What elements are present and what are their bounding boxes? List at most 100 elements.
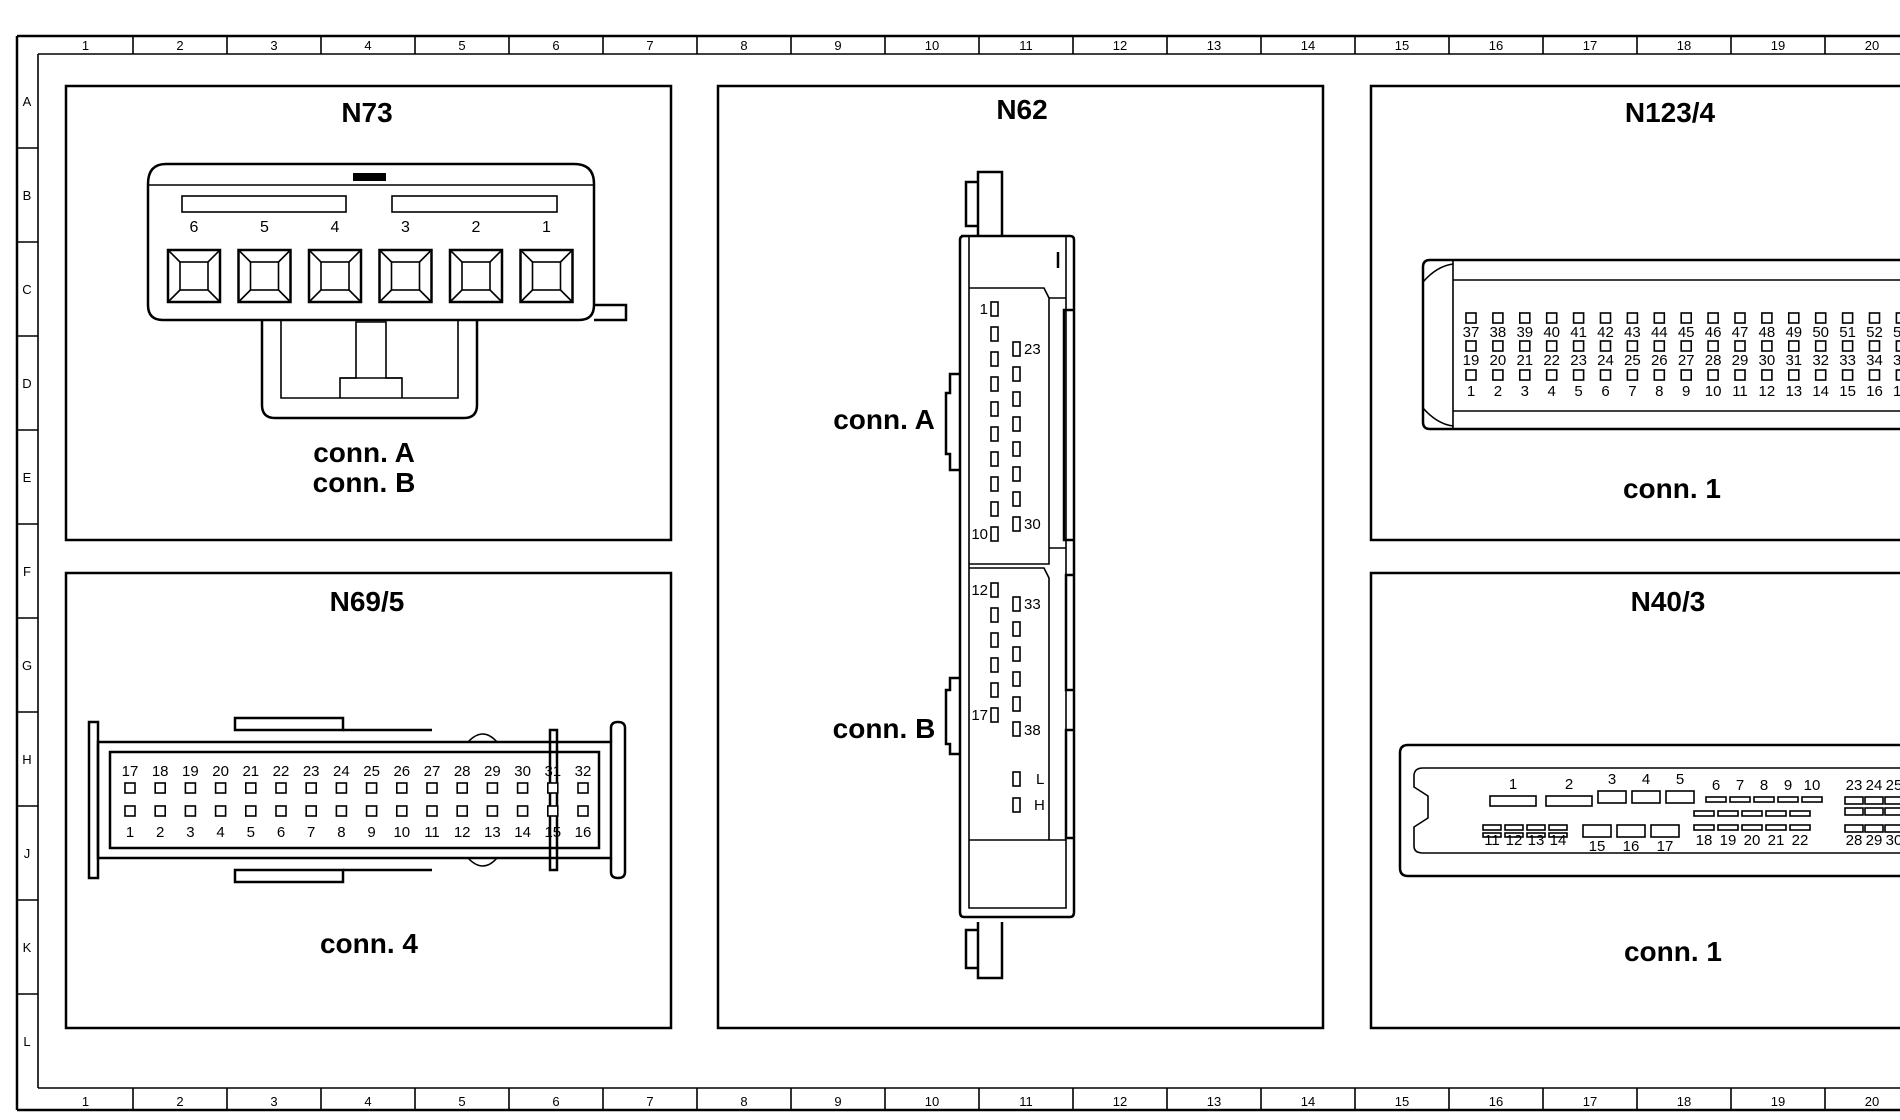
n123-4-pin-label: 43 — [1624, 324, 1641, 341]
n40-3-pin-cavity — [1884, 807, 1900, 816]
n123-4-pin-cavity — [1599, 340, 1612, 352]
n69-5-pin-label: 4 — [216, 824, 224, 841]
n73-pin-cavity-inner — [249, 261, 280, 291]
n69-5-pin-label: 13 — [484, 824, 501, 841]
n123-4-pin-cavity — [1734, 340, 1746, 352]
n69-5-pin-cavity — [335, 805, 348, 817]
n123-4-pin-label: 15 — [1839, 383, 1856, 400]
n40-3-pin-label: 3 — [1608, 771, 1616, 788]
grid-row-C: C — [22, 282, 31, 297]
grid-col-top-19: 19 — [1771, 38, 1785, 53]
n69-5-pin-cavity — [365, 782, 378, 794]
n40-3-pin-label: 21 — [1768, 832, 1785, 849]
n123-4-pin-label: 12 — [1759, 383, 1776, 400]
n69-5-pin-cavity — [214, 805, 227, 817]
n40-3-pin-cavity — [1489, 795, 1537, 807]
n40-3-pin-label: 13 — [1528, 832, 1545, 849]
n69-5-pin-cavity — [577, 805, 589, 817]
n123-4-pin-label: 33 — [1839, 352, 1856, 369]
n69-5-pin-cavity — [245, 782, 257, 794]
n69-5-pin-cavity — [154, 782, 166, 794]
grid-col-bottom-19: 19 — [1771, 1094, 1785, 1109]
n123-4-pin-label: 52 — [1866, 324, 1883, 341]
n73-pin-cavity-inner — [461, 261, 491, 291]
n73-pin-bevel — [559, 249, 574, 263]
grid-col-bottom-18: 18 — [1677, 1094, 1691, 1109]
grid-col-top-6: 6 — [552, 38, 559, 53]
n40-3-pin-cavity — [1717, 824, 1739, 831]
n123-4-pin-label: 53 — [1893, 324, 1900, 341]
n40-3-pin-label: 12 — [1506, 832, 1523, 849]
n69-5-pin-cavity — [154, 805, 166, 817]
n123-4-pin-cavity — [1492, 369, 1504, 381]
n40-3-pin-cavity — [1789, 824, 1811, 831]
n62-pin-cavity — [1012, 341, 1021, 357]
n40-3-pin-cavity — [1801, 796, 1823, 803]
n62-pin-cavity — [1012, 696, 1021, 712]
n123-4-pin-label: 27 — [1678, 352, 1695, 369]
n73-pin-bevel — [449, 289, 463, 303]
n123-4-pin-cavity — [1626, 369, 1639, 381]
n69-5-pin-label: 18 — [152, 763, 169, 780]
n62-pin-cavity — [1012, 441, 1021, 457]
n123-4-pin-label: 25 — [1624, 352, 1641, 369]
n69-5-pin-label: 12 — [454, 824, 471, 841]
grid-col-top-18: 18 — [1677, 38, 1691, 53]
grid-row-H: H — [22, 752, 31, 767]
n69-5-pin-cavity — [124, 805, 136, 817]
n62-pin-cavity — [990, 426, 999, 442]
n40-3-pin-cavity — [1504, 824, 1524, 831]
n40-3-pin-cavity — [1717, 810, 1739, 817]
n40-3-pin-cavity — [1548, 832, 1568, 838]
n123-4-pin-label: 20 — [1490, 352, 1507, 369]
n62-pin-cavity — [1012, 366, 1021, 382]
n73-pin-cavity-inner — [531, 261, 562, 291]
grid-col-top-4: 4 — [364, 38, 371, 53]
n73-pin-bevel — [519, 289, 534, 303]
n123-4-pin-cavity — [1707, 340, 1719, 352]
n73-conn-a-label: conn. A — [313, 437, 415, 468]
n40-3-pin-label: 16 — [1623, 838, 1640, 855]
n73-pin-label: 3 — [401, 219, 410, 236]
grid-row-B: B — [23, 188, 32, 203]
n69-5-pin-cavity — [245, 805, 257, 817]
n73-pin-cavity-inner — [320, 261, 350, 291]
n69-5-title: N69/5 — [330, 586, 405, 617]
n123-4-pin-cavity — [1895, 340, 1900, 352]
n123-4-pin-cavity — [1680, 340, 1692, 352]
n40-3-pin-cavity — [1693, 810, 1715, 817]
n40-3-pin-cavity — [1482, 824, 1502, 831]
n69-5-pin-label: 5 — [247, 824, 255, 841]
n123-4-pin-cavity — [1895, 312, 1900, 324]
n62-pin-cavity — [990, 607, 999, 623]
n69-5-pin-label: 23 — [303, 763, 320, 780]
n62-pin-cavity — [990, 376, 999, 392]
n123-4-pin-label: 29 — [1732, 352, 1749, 369]
n73-pin-bevel — [308, 249, 322, 263]
n123-4-pin-cavity — [1545, 369, 1558, 381]
n73-pin-bevel — [348, 249, 362, 263]
n123-4-pin-cavity — [1734, 312, 1746, 324]
grid-col-top-16: 16 — [1489, 38, 1503, 53]
n73-pin-cavity-inner — [390, 261, 421, 291]
n62-pin-cavity — [990, 526, 999, 542]
n69-5-pin-label: 3 — [186, 824, 194, 841]
grid-col-bottom-9: 9 — [834, 1094, 841, 1109]
n69-5-pin-label: 17 — [122, 763, 139, 780]
panel-n40-3 — [1369, 571, 1900, 1030]
n123-4-pin-cavity — [1465, 312, 1477, 324]
n123-4-pin-cavity — [1680, 369, 1692, 381]
n123-4-pin-label: 40 — [1543, 324, 1560, 341]
grid-col-top-17: 17 — [1583, 38, 1597, 53]
n123-4-pin-cavity — [1814, 312, 1827, 324]
grid-col-bottom-8: 8 — [740, 1094, 747, 1109]
grid-col-top-5: 5 — [458, 38, 465, 53]
n73-pin-bevel — [348, 289, 362, 303]
n40-3-pin-cavity — [1545, 795, 1593, 807]
n62-pin-cavity — [1012, 416, 1021, 432]
n62-pin-label: 38 — [1024, 722, 1041, 739]
n73-pin-bevel — [418, 249, 433, 263]
